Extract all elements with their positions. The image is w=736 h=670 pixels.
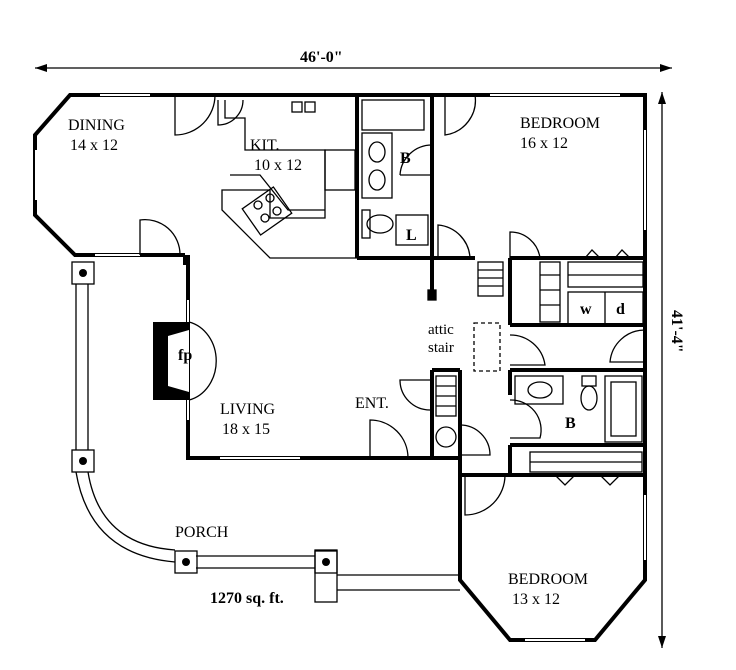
- porch-post: [314, 550, 338, 574]
- kitchen-label: KIT.: [250, 137, 279, 154]
- kitchen-counters: [221, 100, 357, 259]
- linen-label: L: [406, 227, 417, 244]
- porch: [71, 261, 460, 603]
- porch-label: PORCH: [175, 524, 229, 541]
- dining-label: DINING: [68, 117, 125, 134]
- porch-post: [71, 449, 95, 473]
- bedroom1-label: BEDROOM: [520, 115, 600, 132]
- kitchen-size: 10 x 12: [254, 157, 302, 174]
- porch-post: [71, 261, 95, 285]
- living-size: 18 x 15: [222, 421, 270, 438]
- closets: [427, 249, 644, 486]
- washer-label: w: [580, 301, 592, 318]
- bath1-fixtures: [361, 99, 429, 246]
- doors: [139, 94, 646, 516]
- dryer-label: d: [616, 301, 625, 318]
- bath1-label: B: [400, 150, 411, 167]
- bath2-fixtures: [514, 375, 643, 443]
- living-label: LIVING: [220, 401, 276, 418]
- bedroom2-size: 13 x 12: [512, 591, 560, 608]
- width-dimension: 46'-0": [35, 49, 672, 72]
- bedroom2-label: BEDROOM: [508, 571, 588, 588]
- attic-stair-label-2: stair: [428, 340, 454, 356]
- exterior-walls: [33, 93, 647, 642]
- depth-label: 41'-4": [668, 310, 685, 353]
- bath2-label: B: [565, 415, 576, 432]
- width-label: 46'-0": [300, 49, 343, 66]
- bedroom1-size: 16 x 12: [520, 135, 568, 152]
- fireplace: [153, 321, 217, 401]
- fireplace-label: fp: [178, 347, 192, 364]
- attic-stair-label: attic: [428, 322, 454, 338]
- porch-post: [174, 550, 198, 574]
- depth-dimension: 41'-4": [658, 92, 685, 648]
- area-label: 1270 sq. ft.: [210, 590, 284, 607]
- entry-label: ENT.: [355, 395, 389, 412]
- dining-size: 14 x 12: [70, 137, 118, 154]
